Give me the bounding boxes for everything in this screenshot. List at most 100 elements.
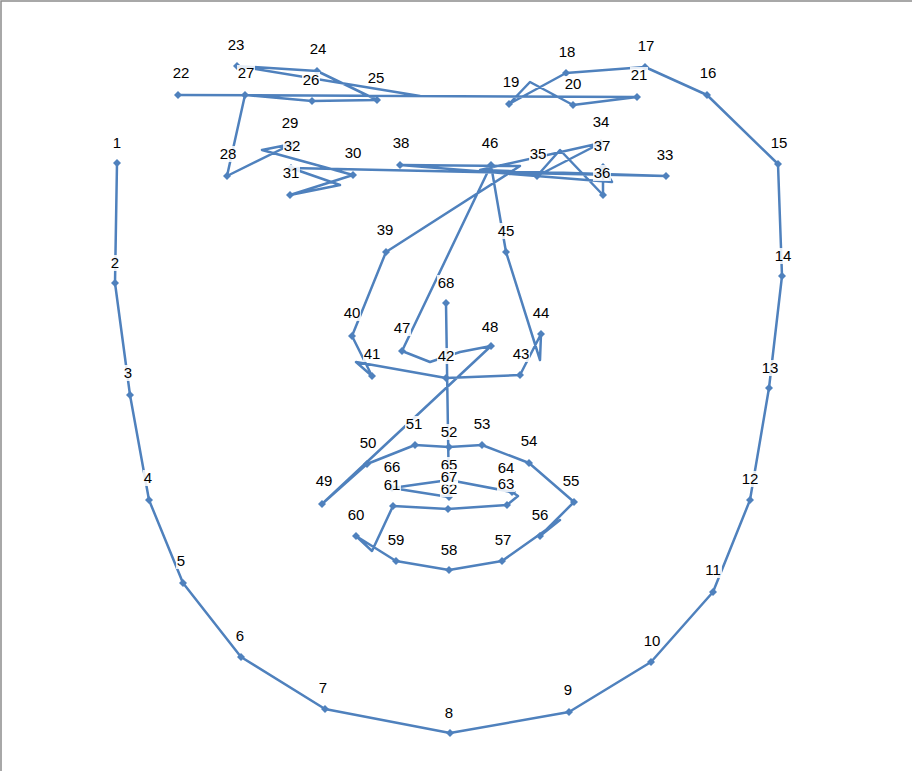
callout-number: 41	[363, 346, 382, 362]
callout-number: 68	[437, 275, 456, 291]
callout-number: 46	[481, 135, 500, 151]
landmark-marker	[498, 557, 506, 565]
callout-number: 48	[481, 319, 500, 335]
callout-number: 61	[383, 477, 402, 493]
callout-number: 45	[497, 223, 516, 239]
landmark-marker	[241, 91, 249, 99]
landmark-marker	[223, 172, 231, 180]
callout-number: 43	[512, 346, 531, 362]
landmark-marker	[392, 557, 400, 565]
callout-number: 13	[761, 360, 780, 376]
landmark-marker	[398, 347, 406, 355]
landmark-marker	[487, 161, 495, 169]
callout-number: 38	[392, 135, 411, 151]
callout-number: 34	[592, 114, 611, 130]
callout-number: 7	[318, 680, 328, 696]
landmark-marker	[533, 172, 541, 180]
landmark-marker	[411, 441, 419, 449]
landmark-marker	[111, 279, 119, 287]
landmark-marker	[445, 443, 453, 451]
callout-number: 49	[315, 473, 334, 489]
callout-number: 4	[143, 470, 153, 486]
landmark-marker	[373, 96, 381, 104]
callout-number: 44	[532, 305, 551, 321]
landmark-marker	[647, 658, 655, 666]
callout-number: 52	[440, 424, 459, 440]
callout-number: 31	[282, 165, 301, 181]
callout-number: 10	[643, 633, 662, 649]
callout-number: 57	[494, 532, 513, 548]
callout-number: 1	[112, 135, 122, 151]
landmark-marker	[502, 248, 510, 256]
landmark-marker	[348, 332, 356, 340]
callout-number: 67	[440, 469, 459, 485]
landmark-marker	[396, 161, 404, 169]
landmark-marker	[237, 653, 245, 661]
landmark-marker	[179, 579, 187, 587]
callout-number: 25	[367, 70, 386, 86]
landmark-marker	[352, 532, 360, 540]
callout-number: 63	[497, 476, 516, 492]
callout-number: 66	[383, 459, 402, 475]
landmark-marker	[778, 272, 786, 280]
callout-number: 12	[741, 471, 760, 487]
landmark-marker	[442, 299, 450, 307]
callout-number: 19	[502, 74, 521, 90]
callout-number: 50	[359, 435, 378, 451]
landmark-marker	[446, 729, 454, 737]
landmark-marker	[662, 172, 670, 180]
landmark-marker	[113, 159, 121, 167]
landmark-marker	[382, 248, 390, 256]
callout-number: 15	[770, 135, 789, 151]
callout-number: 60	[347, 507, 366, 523]
landmark-marker	[565, 708, 573, 716]
landmark-marker	[505, 100, 513, 108]
callout-number: 8	[444, 705, 454, 721]
landmark-marker	[536, 532, 544, 540]
callout-number: 24	[309, 41, 328, 57]
landmark-marker	[145, 496, 153, 504]
landmark-marker	[442, 374, 450, 382]
callout-number: 20	[564, 76, 583, 92]
callout-number: 18	[558, 44, 577, 60]
callout-number: 42	[437, 348, 456, 364]
callout-number: 37	[593, 138, 612, 154]
landmark-marker	[570, 498, 578, 506]
callout-number: 54	[520, 433, 539, 449]
callout-number: 14	[774, 248, 793, 264]
landmark-marker	[478, 441, 486, 449]
landmark-marker	[703, 91, 711, 99]
callout-number: 56	[531, 507, 550, 523]
callout-number: 58	[440, 542, 459, 558]
landmark-marker	[308, 97, 316, 105]
landmark-marker	[709, 588, 717, 596]
callout-number: 28	[219, 146, 238, 162]
landmark-marker	[487, 342, 495, 350]
landmark-marker	[286, 191, 294, 199]
landmark-marker	[774, 160, 782, 168]
callout-number: 55	[562, 473, 581, 489]
landmark-marker	[321, 705, 329, 713]
landmark-marker	[503, 501, 511, 509]
callout-number: 27	[237, 65, 256, 81]
landmark-marker	[126, 391, 134, 399]
landmark-marker	[349, 171, 357, 179]
landmark-marker	[444, 505, 452, 513]
landmark-marker	[174, 91, 182, 99]
callout-number: 53	[473, 416, 492, 432]
landmark-marker	[599, 191, 607, 199]
landmark-marker	[569, 101, 577, 109]
callout-number: 59	[387, 532, 406, 548]
callout-number: 5	[176, 553, 186, 569]
landmark-marker	[746, 496, 754, 504]
callout-number: 33	[656, 147, 675, 163]
landmark-marker	[633, 93, 641, 101]
callout-number: 36	[593, 165, 612, 181]
callout-number: 35	[529, 146, 548, 162]
landmark-marker	[363, 460, 371, 468]
callout-number: 22	[172, 65, 191, 81]
callout-number: 39	[376, 222, 395, 238]
